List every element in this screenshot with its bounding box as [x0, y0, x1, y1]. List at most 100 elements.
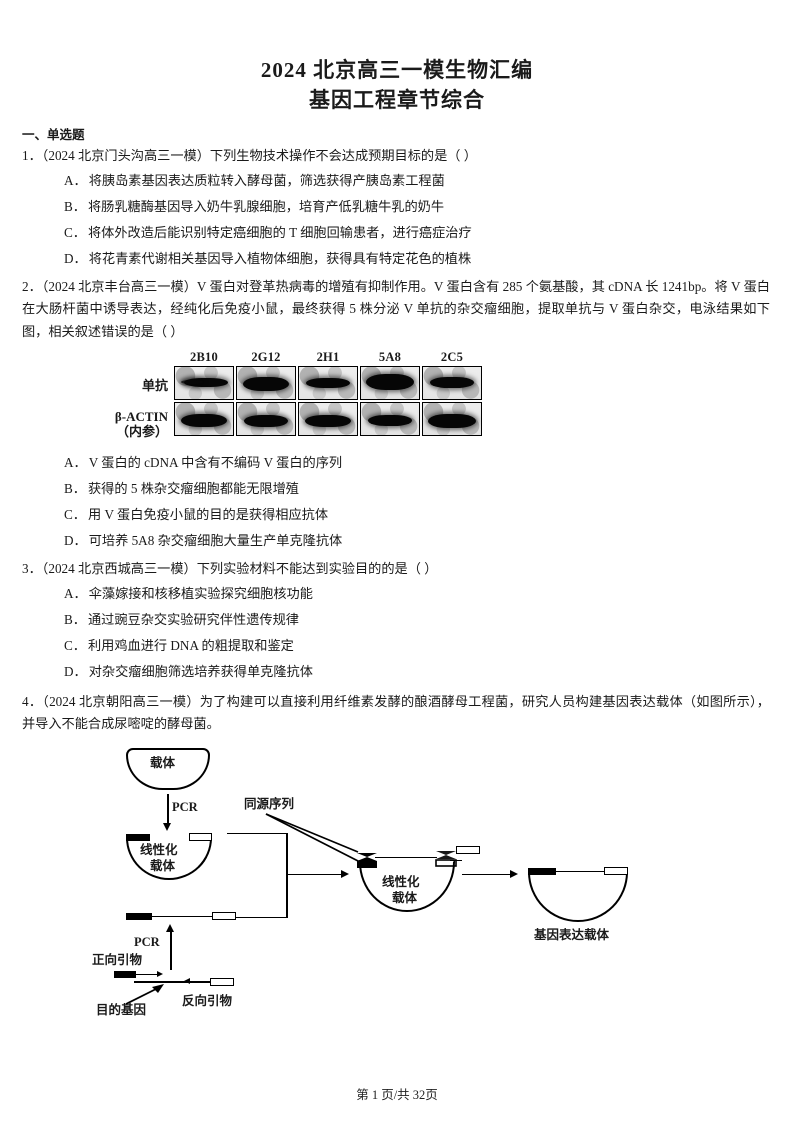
label-reverse-primer: 反向引物	[182, 993, 233, 1008]
option-row: C．利用鸡血进行 DNA 的粗提取和鉴定	[22, 633, 770, 659]
question-2-stem: 2．（2024 北京丰台高三一模）V 蛋白对登革热病毒的增殖有抑制作用。V 蛋白…	[22, 278, 770, 339]
bracket-out-arrowhead	[341, 869, 349, 878]
blot-lane-label: 2H1	[316, 350, 340, 364]
option-text: 利用鸡血进行 DNA 的粗提取和鉴定	[87, 637, 294, 653]
section-heading: 一、单选题	[22, 128, 85, 142]
option-text: 用 V 蛋白免疫小鼠的目的是获得相应抗体	[87, 507, 329, 522]
option-row: C．用 V 蛋白免疫小鼠的目的是获得相应抗体	[22, 502, 770, 528]
blot-band	[428, 414, 476, 428]
document-body: 一、单选题 1．（2024 北京门头沟高三一模）下列生物技术操作不会达成预期目标…	[0, 126, 794, 1017]
pcr-arrow-1-head	[163, 822, 171, 831]
blot-band-smear	[181, 380, 204, 384]
final-arrow-shaft	[462, 873, 512, 876]
page-subtitle: 基因工程章节综合	[309, 88, 485, 112]
expression-vector-left-tag	[528, 867, 556, 875]
bracket-out-shaft	[286, 873, 343, 876]
option-text: 将体外改造后能识别特定癌细胞的 T 细胞回输患者，进行癌症治疗	[87, 224, 472, 240]
option-text: 将胰岛素基因表达质粒转入酵母菌，筛选获得产胰岛素工程菌	[88, 172, 445, 188]
recombination-junction-right-svg	[435, 850, 457, 867]
option-label: B．	[64, 611, 86, 627]
blot-row-label-antibody: 单抗	[141, 378, 168, 393]
option-row: A．将胰岛素基因表达质粒转入酵母菌，筛选获得产胰岛素工程菌	[22, 168, 770, 194]
question-1-options: A．将胰岛素基因表达质粒转入酵母菌，筛选获得产胰岛素工程菌 B．将肠乳糖酶基因导…	[22, 168, 770, 272]
option-text: 可培养 5A8 杂交瘤细胞大量生产单克隆抗体	[88, 533, 343, 548]
label-forward-primer: 正向引物	[92, 952, 143, 967]
linear-vector-1-right-tag	[189, 832, 212, 841]
label-target-gene: 目的基因	[96, 1002, 147, 1017]
blot-cell-actin	[298, 402, 358, 436]
option-label: D．	[64, 663, 87, 679]
linear-vector-1-left-tag	[126, 833, 150, 841]
pcr-product-backbone	[126, 915, 236, 918]
target-gene-pointer-svg	[125, 983, 164, 1005]
pcr-product-left-tag	[126, 912, 152, 920]
reverse-primer-shaft	[188, 980, 210, 983]
option-label: A．	[64, 585, 87, 601]
option-label: D．	[64, 533, 87, 548]
blot-cell-antibody	[360, 366, 420, 400]
homologous-pointer-svg	[265, 812, 361, 863]
question-3-options: A．伞藻嫁接和核移植实验探究细胞核功能 B．通过豌豆杂交实验研究伴性遗传规律 C…	[22, 581, 770, 685]
pcr-arrow-1-shaft	[167, 793, 169, 826]
option-label: C．	[64, 637, 86, 653]
option-text: 将花青素代谢相关基因导入植物体细胞，获得具有特定花色的植株	[88, 250, 472, 266]
question-3-stem: 3．（2024 北京西城高三一模）下列实验材料不能达到实验目的的是（ ）	[22, 561, 438, 576]
blot-band	[368, 415, 412, 426]
question-4: 4．（2024 北京朝阳高三一模）为了构建可以直接利用纤维素发酵的酿酒酵母工程菌…	[22, 691, 770, 1017]
blot-band	[181, 414, 227, 427]
bracket-top	[227, 832, 287, 835]
reverse-primer-arrowhead	[184, 977, 190, 984]
label-pcr-1: PCR	[172, 799, 198, 814]
expression-vector-insert	[554, 870, 606, 873]
question-1: 1．（2024 北京门头沟高三一模）下列生物技术操作不会达成预期目标的是（ ） …	[22, 145, 770, 272]
final-arrow-head	[510, 869, 518, 878]
question-4-stem: 4．（2024 北京朝阳高三一模）为了构建可以直接利用纤维素发酵的酿酒酵母工程菌…	[22, 693, 770, 732]
blot-cell-actin	[174, 402, 234, 436]
page-title: 2024 北京高三一模生物汇编	[260, 58, 534, 82]
option-row: D．可培养 5A8 杂交瘤细胞大量生产单克隆抗体	[22, 528, 770, 554]
pcr-product-right-tag	[212, 911, 236, 920]
blot-lane: 2G12	[236, 350, 296, 438]
option-label: C．	[64, 224, 86, 240]
option-row: D．对杂交瘤细胞筛选培养获得单克隆抗体	[22, 659, 770, 685]
linear-vector-2-right-tag	[456, 845, 480, 854]
page-footer: 第 1 页/共 32页	[356, 1088, 438, 1102]
pcr-arrow-2-shaft	[170, 930, 172, 970]
label-linear-vector-2-line1: 线性化	[382, 874, 420, 889]
option-label: B．	[64, 198, 86, 214]
homologous-pointer-lines	[262, 812, 372, 864]
blot-row-label-actin: β-ACTIN （内参）	[115, 409, 168, 439]
option-text: 对杂交瘤细胞筛选培养获得单克隆抗体	[88, 663, 313, 679]
blot-lane: 5A8	[360, 350, 420, 438]
option-text: 获得的 5 株杂交瘤细胞都能无限增殖	[87, 481, 299, 496]
blot-cell-antibody	[236, 366, 296, 400]
label-linear-vector-1-line2: 载体	[150, 858, 176, 873]
option-label: D．	[64, 250, 87, 266]
label-homologous-sequence: 同源序列	[244, 796, 295, 811]
option-text: 通过豌豆杂交实验研究伴性遗传规律	[87, 611, 299, 627]
blot-band	[306, 378, 350, 388]
blot-cell-antibody	[174, 366, 234, 400]
recombination-junction-right	[435, 850, 457, 870]
pcr-arrow-2-head	[166, 923, 174, 932]
blot-lane-label: 2B10	[190, 350, 218, 364]
blot-lane: 2C5	[422, 350, 482, 438]
blot-row-label-actin-line2: （内参）	[115, 424, 168, 439]
blot-lane-label: 2C5	[440, 350, 464, 364]
target-gene-pointer	[124, 983, 166, 1006]
label-linear-vector-2-line2: 载体	[392, 890, 418, 905]
western-blot-figure: 单抗 β-ACTIN （内参） 2B10	[22, 350, 770, 446]
blot-lane-label: 5A8	[378, 350, 402, 364]
option-label: A．	[64, 455, 87, 470]
linear-vector-2-right-shaft	[450, 859, 462, 862]
expression-vector-shape	[528, 869, 628, 922]
option-text: 将肠乳糖酶基因导入奶牛乳腺细胞，培育产低乳糖牛乳的奶牛	[87, 198, 445, 214]
option-text: 伞藻嫁接和核移植实验探究细胞核功能	[88, 585, 313, 601]
blot-row-label-actin-line1: β-ACTIN	[114, 409, 168, 424]
option-label: C．	[64, 507, 86, 522]
option-label: A．	[64, 172, 87, 188]
option-label: B．	[64, 481, 86, 496]
bracket-bottom	[227, 916, 287, 919]
forward-primer-arrowhead	[157, 970, 163, 977]
